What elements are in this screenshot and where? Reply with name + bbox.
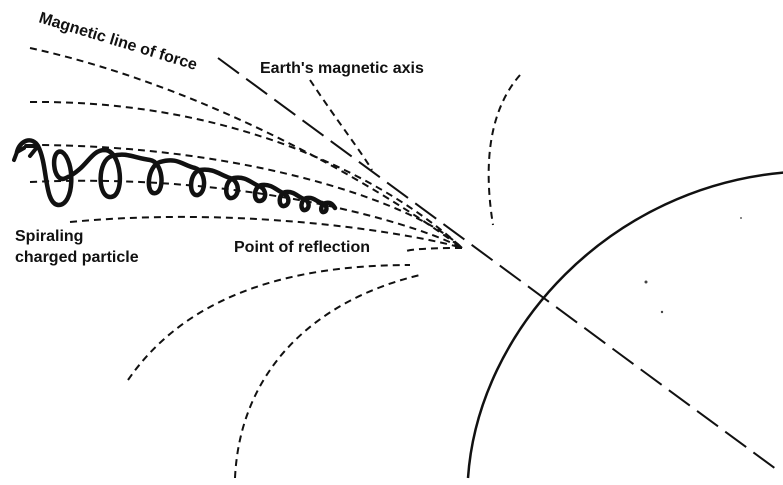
speck-3 [740, 217, 742, 219]
field-line-3 [29, 144, 463, 249]
label-earths-magnetic-axis: Earth's magnetic axis [260, 60, 424, 77]
field-line-8 [127, 264, 411, 381]
label-point-of-reflection: Point of reflection [234, 239, 370, 256]
label-spiraling: Spiraling [15, 228, 83, 245]
label-charged-particle: charged particle [15, 249, 139, 266]
earth-surface-arc [466, 171, 783, 479]
speck-1 [644, 280, 648, 284]
field-line-1 [29, 47, 463, 249]
label-magnetic-line-of-force: Magnetic line of force [37, 10, 199, 74]
spiraling-charged-particle [12, 138, 338, 215]
earth-magnetic-axis-line [217, 57, 781, 473]
field-line-10 [487, 74, 521, 226]
field-line-9 [234, 274, 421, 479]
field-line-6 [309, 79, 373, 171]
particle-start-tail [12, 146, 26, 162]
speck-2 [660, 310, 664, 314]
particle-spiral-path [14, 138, 338, 215]
particle-direction-arrow [24, 144, 40, 158]
field-line-7 [404, 247, 463, 253]
field-line-4 [29, 179, 463, 249]
field-line-2 [29, 100, 463, 249]
